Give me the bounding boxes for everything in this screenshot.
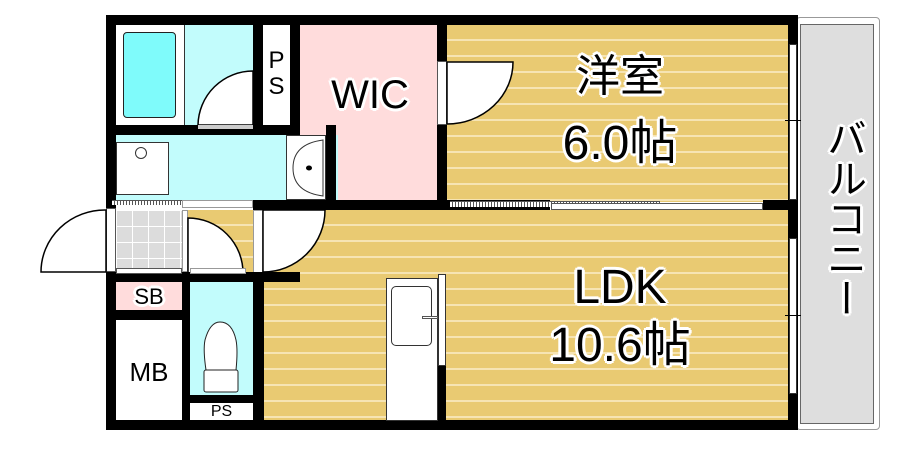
toilet-door-sill (190, 268, 246, 274)
ldk-room (264, 210, 788, 420)
entrance-door-swing[interactable] (40, 209, 108, 274)
sliding-door-panel[interactable] (551, 203, 763, 210)
sb-label: SB (134, 284, 164, 309)
bathtub-divider (184, 25, 185, 125)
wall-sb-bottom (106, 310, 186, 320)
balcony-floor (800, 24, 874, 424)
bathroom-door-swing[interactable] (197, 70, 254, 126)
balcony-label: バルコニー (821, 118, 865, 318)
outer-wall-left-top (106, 15, 116, 213)
window-ldk[interactable] (789, 238, 797, 394)
outer-wall-right (788, 15, 798, 430)
outer-wall-bottom (106, 420, 798, 430)
bathtub (123, 32, 176, 118)
ldk-name: LDK (573, 261, 667, 314)
sink-icon (292, 139, 324, 197)
wall-toilet-bottom (182, 395, 264, 403)
wall-ps-right (290, 15, 300, 130)
kitchen-partition-wall (438, 366, 446, 430)
wall-wash-bottom (253, 200, 440, 210)
sb-room (116, 282, 182, 310)
wash-sliding-door[interactable] (112, 200, 182, 205)
window-ldk-mullion (785, 315, 801, 316)
washing-machine-drain (135, 147, 147, 159)
wall-bath-bottom (106, 125, 300, 135)
window-western-mullion (785, 120, 801, 121)
western-room-size: 6.0帖 (562, 117, 678, 170)
kitchen-partition (438, 274, 446, 366)
wash-door-sill (182, 200, 253, 208)
ps-top (263, 25, 290, 125)
wall-entrance-bottom (106, 272, 300, 282)
ps-bottom (190, 403, 253, 420)
kitchen-faucet (422, 316, 438, 319)
wall-ps-left (253, 15, 263, 130)
wall-mb-right (182, 272, 190, 430)
bath-door-sill (198, 125, 253, 129)
wall-western-ldk-right (763, 200, 798, 210)
mb-label: MB (129, 357, 169, 387)
mb-room (116, 320, 182, 420)
entrance-sill (116, 268, 182, 274)
hall-door-frame (253, 210, 263, 274)
wic-door-swing[interactable] (446, 61, 517, 128)
ps-top-label: PS (268, 47, 285, 100)
toilet-icon (203, 321, 239, 393)
western-room-name: 洋室 (576, 52, 664, 101)
ldk-door-swing[interactable] (262, 209, 327, 274)
ldk-size: 10.6帖 (549, 319, 691, 372)
outer-wall-top (106, 15, 798, 25)
outer-wall-left-bottom (106, 272, 116, 430)
window-western[interactable] (789, 44, 797, 200)
wic-label: WIC (331, 73, 409, 117)
wall-hall-stub (253, 272, 300, 282)
wic-door-frame (437, 61, 447, 125)
western-room (447, 25, 788, 202)
wall-toilet-right (253, 272, 264, 430)
wall-wash-right (326, 125, 336, 210)
ps-bottom-label: PS (210, 403, 233, 420)
hall-door-swing[interactable] (187, 217, 244, 274)
entrance-tile (116, 210, 182, 268)
